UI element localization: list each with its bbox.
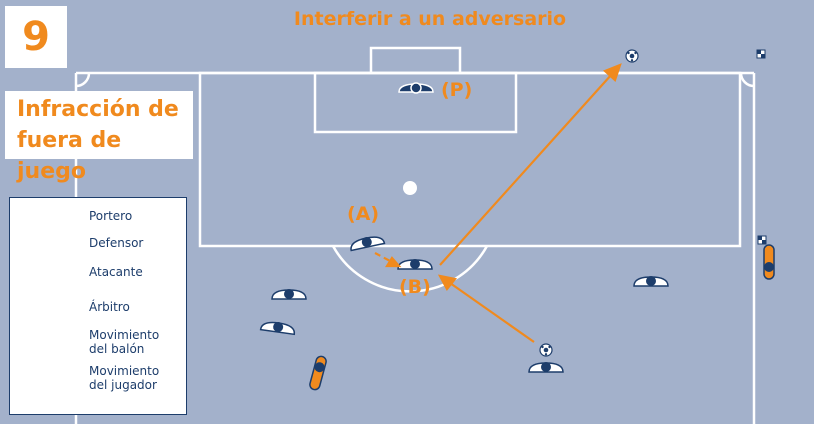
corner-flag-icon bbox=[756, 49, 766, 59]
ball-shot-line bbox=[439, 73, 613, 266]
goalkeeper-icon bbox=[398, 82, 434, 94]
legend-label-player-movement: Movimiento del jugador bbox=[89, 364, 159, 392]
defender-icon bbox=[633, 276, 669, 287]
attacker-b-icon bbox=[397, 259, 433, 270]
legend-label-defender: Defensor bbox=[89, 236, 144, 250]
goal-area bbox=[313, 71, 518, 134]
ball-shot-arrowhead bbox=[602, 63, 622, 82]
ball-pass-arrowhead bbox=[437, 274, 457, 291]
legend-label-goalkeeper: Portero bbox=[89, 209, 133, 223]
subtitle-line-2: fuera de juego bbox=[17, 128, 122, 184]
legend-ball-movement-line-2: del balón bbox=[89, 342, 145, 356]
assistant-referee-flag-icon bbox=[757, 235, 767, 245]
ball-pass-line bbox=[449, 282, 535, 343]
player-movement-line bbox=[374, 252, 393, 263]
penalty-spot bbox=[403, 181, 417, 195]
attacker-icon bbox=[259, 321, 296, 336]
diagram-number: 9 bbox=[5, 6, 67, 68]
label-p: (P) bbox=[441, 79, 473, 101]
soccer-ball-icon bbox=[625, 49, 639, 63]
assistant-referee-icon bbox=[763, 244, 775, 280]
defender-icon bbox=[271, 289, 307, 300]
player-movement-arrowhead bbox=[385, 256, 402, 268]
legend-ball-movement-line-1: Movimiento bbox=[89, 328, 160, 342]
label-b: (B) bbox=[399, 276, 431, 298]
penalty-arc bbox=[331, 245, 489, 293]
referee-icon bbox=[309, 355, 327, 391]
legend-label-ball-movement: Movimiento del balón bbox=[89, 328, 159, 356]
diagram-title: Interferir a un adversario bbox=[293, 8, 567, 30]
attacker-with-ball-icon bbox=[528, 362, 564, 373]
legend-label-attacker: Atacante bbox=[89, 265, 143, 279]
corner-arc-right bbox=[739, 72, 755, 88]
legend-player-movement-line-2: del jugador bbox=[89, 378, 157, 392]
soccer-ball-icon bbox=[539, 343, 553, 357]
diagram-subtitle: Infracción de fuera de juego bbox=[5, 91, 193, 184]
label-a: (A) bbox=[347, 203, 380, 225]
subtitle-line-1: Infracción de bbox=[17, 97, 179, 122]
legend-player-movement-line-1: Movimiento bbox=[89, 364, 160, 378]
legend-label-referee: Árbitro bbox=[89, 300, 130, 314]
corner-arc-left bbox=[75, 72, 91, 88]
attacker-a-icon bbox=[350, 236, 386, 252]
legend: Portero Defensor Atacante Árbitro Movimi… bbox=[9, 197, 187, 415]
goal bbox=[369, 46, 462, 73]
